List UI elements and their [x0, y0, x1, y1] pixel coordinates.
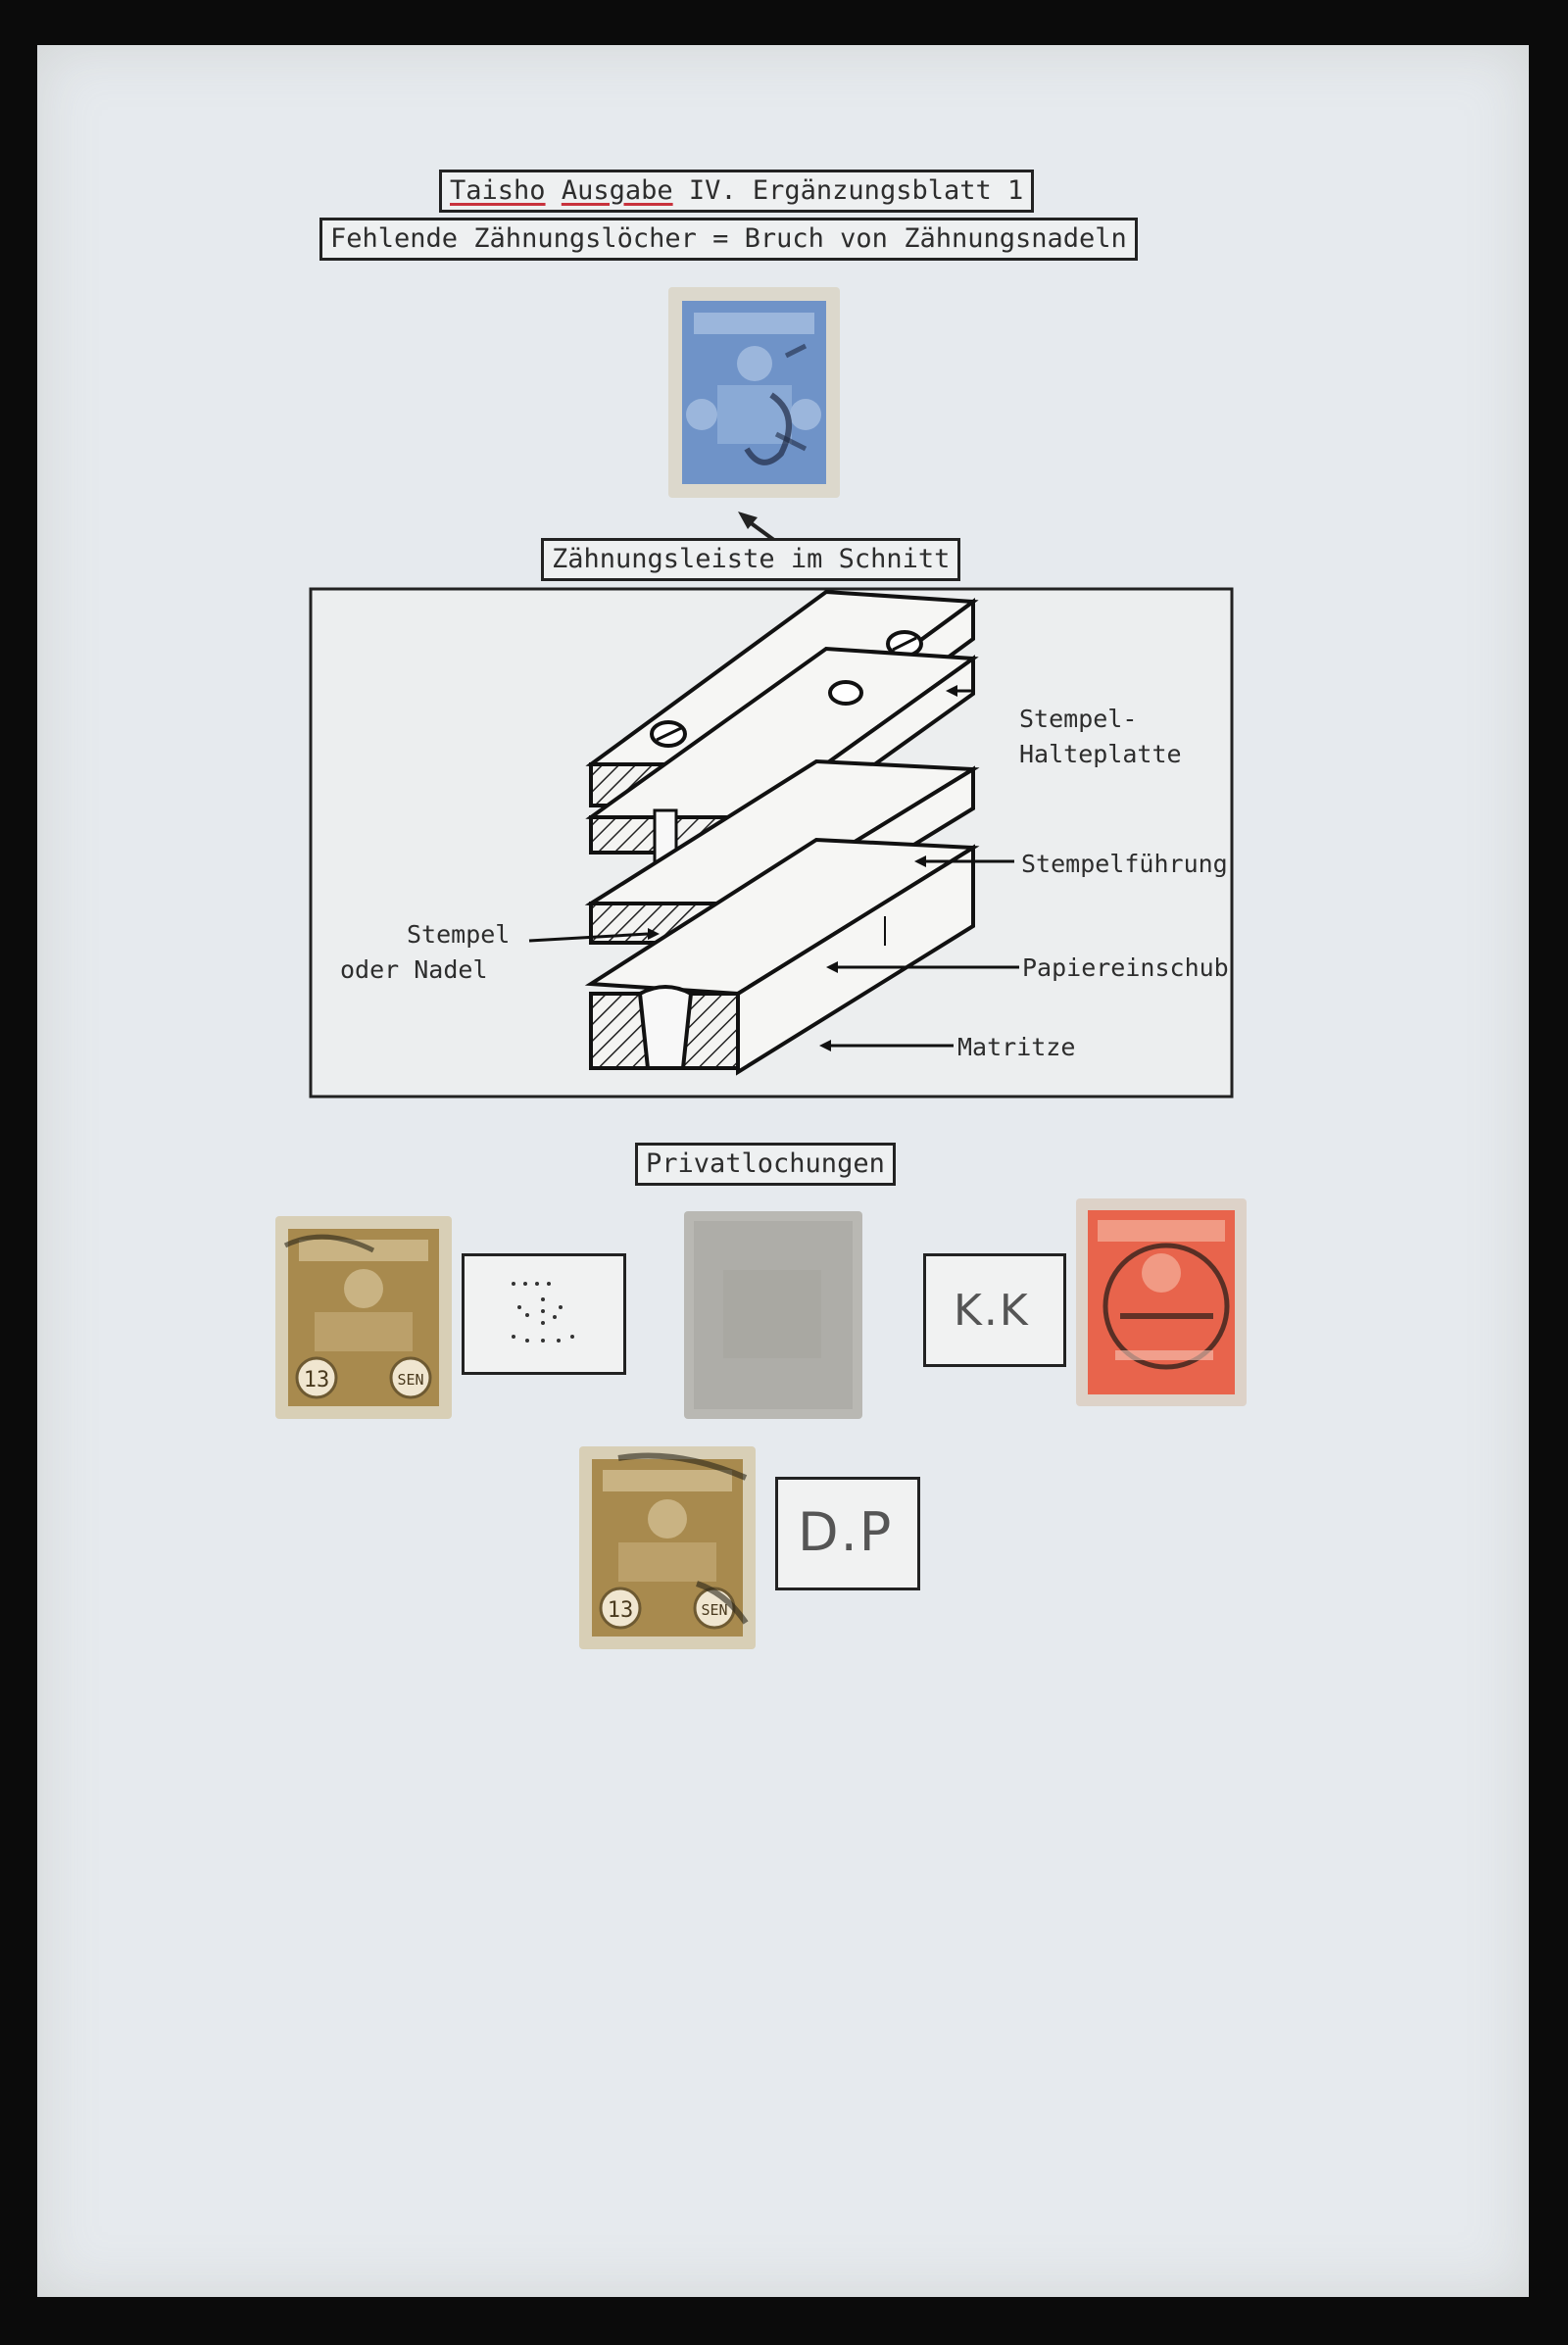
blue-tazawa-stamp: [668, 287, 840, 498]
label-matritze: Matritze: [957, 1033, 1075, 1061]
album-page: Taisho Ausgabe IV. Ergänzungsblatt 1 Feh…: [37, 45, 1529, 2297]
label-stempelfuehrung: Stempelführung: [1021, 850, 1228, 878]
diagram-caption: Zähnungsleiste im Schnitt: [541, 538, 961, 581]
label-stempel-halteplatte-1: Stempel-: [1019, 705, 1137, 733]
stamp-reverse-side: [684, 1211, 862, 1419]
perfin-frame-symbol: [462, 1253, 626, 1375]
title-rest: IV. Ergänzungsblatt 1: [688, 175, 1024, 206]
label-papiereinschub: Papiereinschub: [1022, 953, 1229, 982]
perfin-kk: K.K: [954, 1286, 1030, 1336]
title-word-taisho: Taisho: [450, 175, 546, 206]
perfin-dp: D.P: [798, 1501, 894, 1563]
page-title: Taisho Ausgabe IV. Ergänzungsblatt 1: [439, 170, 1035, 213]
label-stempel-halteplatte-2: Halteplatte: [1019, 740, 1182, 768]
perfin-frame-kk: K.K: [923, 1253, 1066, 1367]
label-oder-nadel: oder Nadel: [340, 955, 488, 984]
stamp-sen: SEN: [701, 1601, 727, 1619]
red-tazawa-stamp: [1076, 1198, 1247, 1406]
perfins-caption: Privatlochungen: [635, 1143, 896, 1186]
title-word-ausgabe: Ausgabe: [561, 175, 673, 206]
stamp-sen: SEN: [397, 1371, 423, 1389]
label-stempel: Stempel: [407, 920, 510, 949]
brown-13-sen-stamp-1: 13 SEN: [275, 1216, 452, 1419]
perfin-dots-symbol: [512, 1282, 574, 1343]
stamp-value: 13: [608, 1598, 634, 1623]
page-subtitle: Fehlende Zähnungslöcher = Bruch von Zähn…: [319, 218, 1138, 261]
perforation-bar-diagram: Stempel- Halteplatte Stempelführung Papi…: [309, 587, 1234, 1099]
stamp-value: 13: [304, 1368, 330, 1392]
perfin-frame-dp: D.P: [775, 1477, 920, 1590]
brown-13-sen-stamp-2: 13 SEN: [579, 1446, 756, 1649]
